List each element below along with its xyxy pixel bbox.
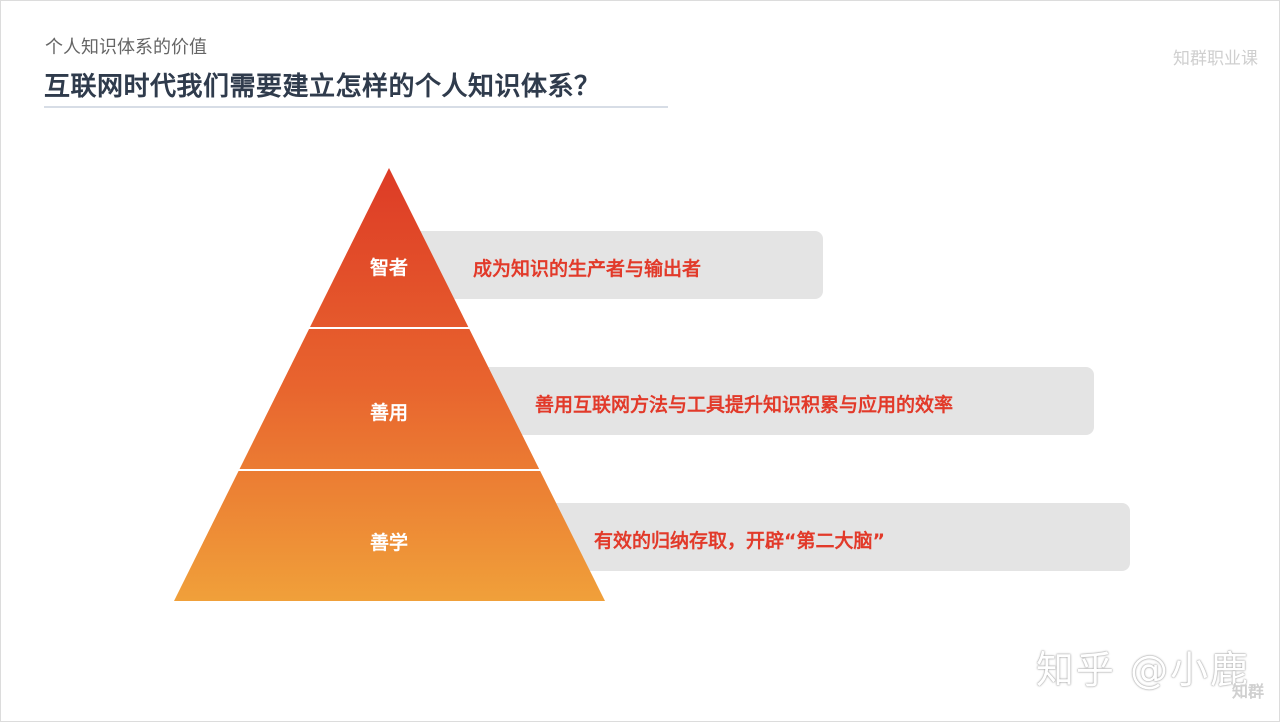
tier-bar-top: [400, 231, 823, 299]
title-underline: [44, 106, 668, 108]
brand-label: 知群职业课: [1173, 49, 1258, 69]
tier-label-top: 智者: [369, 257, 408, 279]
corner-brand-mark: 知群: [1231, 682, 1264, 701]
tier-label-middle: 善用: [369, 402, 408, 424]
slide-title: 互联网时代我们需要建立怎样的个人知识体系？: [44, 72, 601, 102]
tier-description-middle: 善用互联网方法与工具提升知识积累与应用的效率: [535, 394, 954, 416]
pyramid-triangle: [174, 168, 605, 601]
tier-description-top: 成为知识的生产者与输出者: [473, 258, 702, 280]
tier-description-bottom: 有效的归纳存取，开辟“第二大脑”: [594, 530, 885, 552]
slide-subtitle: 个人知识体系的价值: [45, 37, 207, 58]
tier-bar-bottom: [540, 503, 1130, 571]
tier-bar-middle: [470, 367, 1094, 435]
tier-label-bottom: 善学: [369, 532, 408, 554]
zhihu-watermark: 知乎 @小鹿: [1035, 648, 1250, 692]
